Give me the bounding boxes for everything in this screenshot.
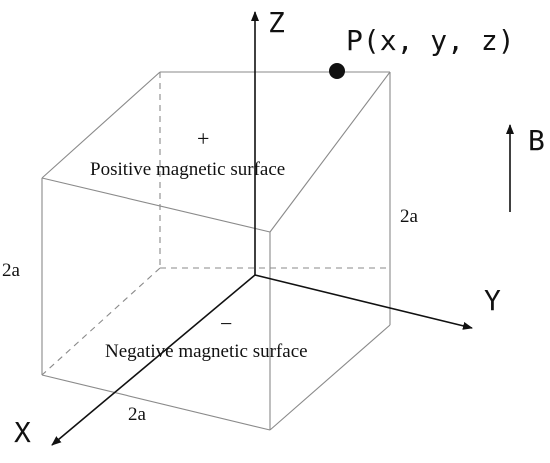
- cube-edge-bottom-right: [269, 324, 391, 431]
- negative-sign: −: [220, 311, 232, 336]
- positive-surface-label: Positive magnetic surface: [90, 159, 285, 180]
- cube-edge-top-right: [269, 71, 391, 233]
- negative-surface-label: Negative magnetic surface: [105, 341, 308, 362]
- cube-edge-bottom-front: [41, 374, 271, 431]
- cube-hidden-edge-bottom-left: [41, 267, 161, 376]
- field-b-label: B: [528, 124, 545, 157]
- x-axis-arrow: [51, 274, 256, 446]
- positive-sign: +: [197, 126, 209, 151]
- cube-edge-top-front: [41, 177, 271, 233]
- height-right-label: 2a: [400, 206, 419, 227]
- point-p-dot: [329, 63, 345, 79]
- y-axis-label: Y: [484, 284, 501, 317]
- point-p-label: P(x, y, z): [346, 24, 515, 57]
- height-left-label: 2a: [2, 260, 21, 281]
- z-axis-label: Z: [268, 6, 285, 39]
- x-axis-label: X: [14, 416, 31, 449]
- cube-edge-top-left: [41, 71, 161, 179]
- width-bottom-label: 2a: [128, 404, 147, 425]
- y-axis-arrow: [254, 274, 473, 330]
